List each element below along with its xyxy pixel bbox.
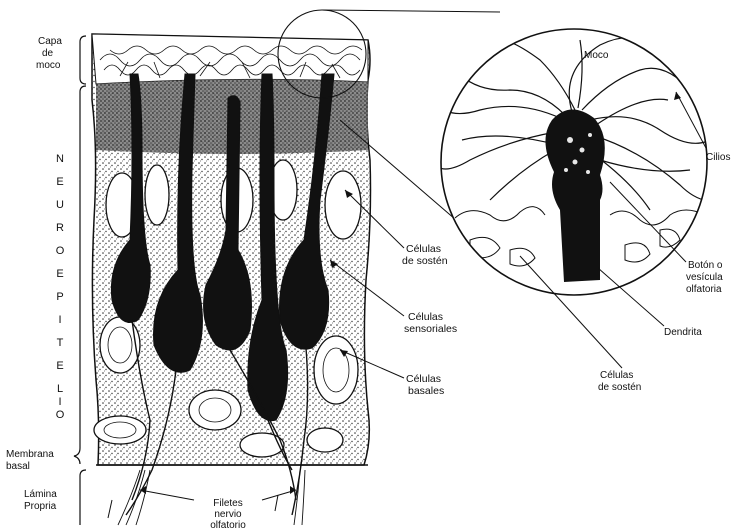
neuro-letter: I [58, 314, 61, 326]
label-filetes-1: Filetes [213, 498, 242, 509]
label-lamina-1: Lámina [24, 489, 57, 500]
label-boton-2: vesícula [686, 272, 723, 283]
neuro-letter: I [58, 396, 61, 408]
label-sosten-2: de sostén [402, 255, 448, 267]
label-basales-1: Células [406, 373, 441, 385]
label-zoom-sosten-1: Células [600, 370, 633, 381]
neuro-letter: O [56, 409, 65, 421]
neuro-letter: T [57, 337, 64, 349]
left-brackets [74, 36, 86, 525]
label-capa-3: moco [36, 60, 61, 71]
label-cilios: Cilios [706, 152, 730, 163]
neuro-letter: L [57, 383, 63, 395]
label-zoom-sosten-2: de sostén [598, 382, 641, 393]
neuro-letter: E [56, 176, 63, 188]
neuro-letter: E [56, 268, 63, 280]
zoom-connector-top [322, 10, 500, 12]
mucus-bracket [80, 36, 86, 84]
label-boton-3: olfatoria [686, 284, 722, 295]
lamina-bracket [80, 470, 86, 525]
middle-labels: Células de sostén Células sensoriales Cé… [402, 243, 457, 397]
nerve-bundles [118, 470, 305, 525]
epithelium-block [92, 34, 371, 525]
neuro-letter: U [56, 199, 64, 211]
label-sensoriales-1: Células [408, 311, 443, 323]
label-boton-1: Botón o [688, 260, 723, 271]
label-membrana-2: basal [6, 461, 30, 472]
label-moco: Moco [584, 50, 609, 61]
label-capa-2: de [42, 48, 54, 59]
neuro-letter: P [56, 291, 63, 303]
neuro-letter: N [56, 153, 64, 165]
neuro-letter: E [56, 360, 63, 372]
label-dendrita: Dendrita [664, 327, 702, 338]
label-sosten-1: Células [406, 243, 441, 255]
neuroepithelium-bracket [74, 86, 86, 464]
label-filetes-3: olfatorio [210, 520, 246, 530]
label-basales-2: basales [408, 385, 444, 397]
label-neuroepitelio: N E U R O E P I T E L I O [56, 153, 65, 421]
neuro-letter: R [56, 222, 64, 234]
label-lamina-2: Propria [24, 501, 57, 512]
label-filetes-2: nervio [214, 509, 242, 520]
leader-filetes-left [140, 490, 194, 500]
neuro-letter: O [56, 245, 65, 257]
label-capa-1: Capa [38, 36, 62, 47]
label-membrana-1: Membrana [6, 449, 54, 460]
label-sensoriales-2: sensoriales [404, 323, 457, 335]
